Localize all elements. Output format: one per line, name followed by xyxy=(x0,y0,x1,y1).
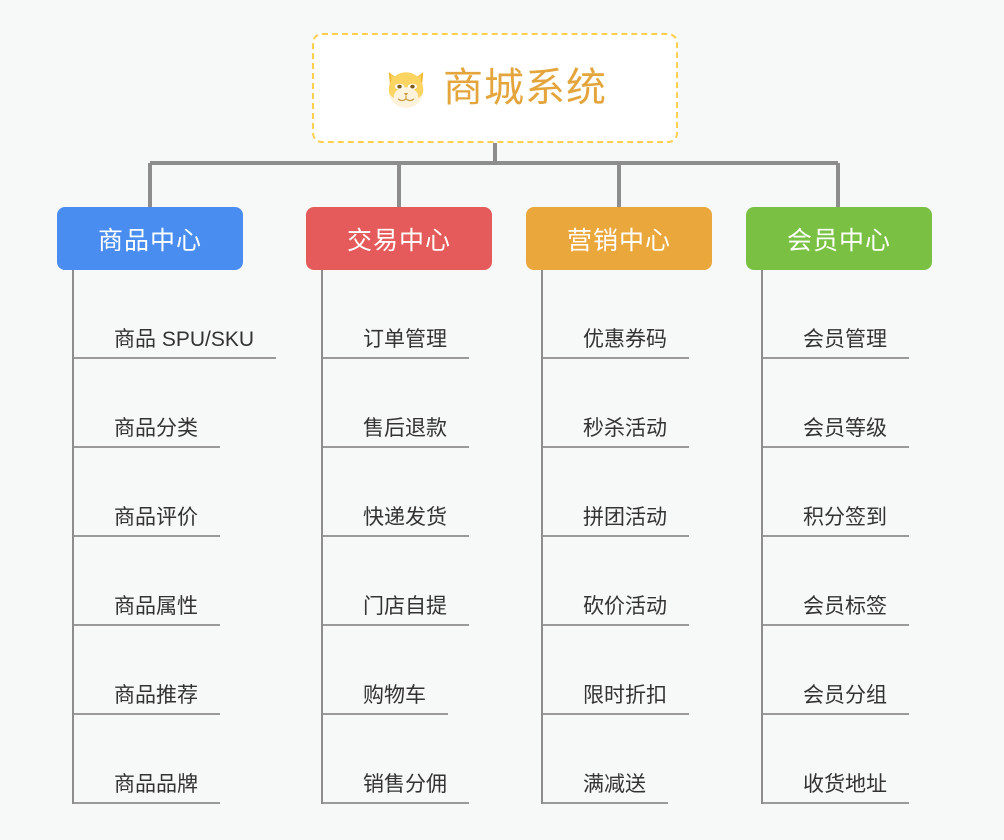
leaf-item[interactable]: 门店自提 xyxy=(323,537,492,626)
leaf-item-label: 门店自提 xyxy=(323,595,469,626)
leaf-item-label: 优惠券码 xyxy=(543,328,689,359)
leaf-item-label: 砍价活动 xyxy=(543,595,689,626)
leaf-item-label: 商品分类 xyxy=(74,417,220,448)
leaf-item-label: 会员标签 xyxy=(763,595,909,626)
leaf-item[interactable]: 拼团活动 xyxy=(543,448,712,537)
branch-items-1: 订单管理售后退款快递发货门店自提购物车销售分佣 xyxy=(321,270,492,804)
leaf-item-label: 拼团活动 xyxy=(543,506,689,537)
leaf-item[interactable]: 商品分类 xyxy=(74,359,276,448)
leaf-item-label: 限时折扣 xyxy=(543,684,689,715)
leaf-item-label: 售后退款 xyxy=(323,417,469,448)
leaf-item-label: 满减送 xyxy=(543,773,668,804)
leaf-item-label: 会员管理 xyxy=(763,328,909,359)
leaf-item[interactable]: 订单管理 xyxy=(323,270,492,359)
branch-items-2: 优惠券码秒杀活动拼团活动砍价活动限时折扣满减送 xyxy=(541,270,712,804)
leaf-item[interactable]: 商品推荐 xyxy=(74,626,276,715)
leaf-item[interactable]: 会员标签 xyxy=(763,537,932,626)
leaf-item-label: 购物车 xyxy=(323,684,448,715)
leaf-item-label: 秒杀活动 xyxy=(543,417,689,448)
branch-column-3: 会员中心 会员管理会员等级积分签到会员标签会员分组收货地址 xyxy=(746,207,932,804)
branch-header-3[interactable]: 会员中心 xyxy=(746,207,932,270)
leaf-item-label: 会员等级 xyxy=(763,417,909,448)
leaf-item-label: 商品 SPU/SKU xyxy=(74,328,277,359)
branch-items-0: 商品 SPU/SKU 商品分类商品评价商品属性商品推荐商品品牌 xyxy=(72,270,277,804)
leaf-item-label: 商品推荐 xyxy=(74,684,220,715)
leaf-item[interactable]: 砍价活动 xyxy=(543,537,712,626)
leaf-item[interactable]: 商品属性 xyxy=(74,537,276,626)
leaf-item[interactable]: 会员等级 xyxy=(763,359,932,448)
leaf-item-label: 商品属性 xyxy=(74,595,220,626)
leaf-item-label: 销售分佣 xyxy=(323,773,469,804)
leaf-item[interactable]: 积分签到 xyxy=(763,448,932,537)
leaf-item-label: 收货地址 xyxy=(763,773,909,804)
leaf-item-label: 积分签到 xyxy=(763,506,909,537)
leaf-item[interactable]: 满减送 xyxy=(543,715,712,804)
leaf-item-label: 商品品牌 xyxy=(74,773,220,804)
leaf-item-label: 订单管理 xyxy=(323,328,469,359)
leaf-item[interactable]: 售后退款 xyxy=(323,359,492,448)
branch-header-1[interactable]: 交易中心 xyxy=(306,207,492,270)
root-title: 商城系统 xyxy=(443,66,607,110)
branch-column-2: 营销中心 优惠券码秒杀活动拼团活动砍价活动限时折扣满减送 xyxy=(526,207,712,804)
branch-header-2[interactable]: 营销中心 xyxy=(526,207,712,270)
leaf-item[interactable]: 限时折扣 xyxy=(543,626,712,715)
leaf-item[interactable]: 会员分组 xyxy=(763,626,932,715)
leaf-item[interactable]: 收货地址 xyxy=(763,715,932,804)
shiba-dog-icon xyxy=(388,72,424,109)
branch-items-3: 会员管理会员等级积分签到会员标签会员分组收货地址 xyxy=(761,270,932,804)
leaf-item[interactable]: 优惠券码 xyxy=(543,270,712,359)
leaf-item-label: 会员分组 xyxy=(763,684,909,715)
leaf-item[interactable]: 商品 SPU/SKU xyxy=(74,270,277,359)
leaf-item-label: 商品评价 xyxy=(74,506,220,537)
root-node[interactable]: 商城系统 xyxy=(312,33,678,143)
leaf-item[interactable]: 快递发货 xyxy=(323,448,492,537)
leaf-item[interactable]: 销售分佣 xyxy=(323,715,492,804)
leaf-item[interactable]: 商品评价 xyxy=(74,448,276,537)
branch-column-1: 交易中心 订单管理售后退款快递发货门店自提购物车销售分佣 xyxy=(306,207,492,804)
leaf-item[interactable]: 秒杀活动 xyxy=(543,359,712,448)
branch-header-0[interactable]: 商品中心 xyxy=(57,207,243,270)
leaf-item-label: 快递发货 xyxy=(323,506,469,537)
leaf-item[interactable]: 商品品牌 xyxy=(74,715,276,804)
branch-column-0: 商品中心 商品 SPU/SKU 商品分类商品评价商品属性商品推荐商品品牌 xyxy=(57,207,277,804)
leaf-item[interactable]: 会员管理 xyxy=(763,270,932,359)
leaf-item[interactable]: 购物车 xyxy=(323,626,492,715)
